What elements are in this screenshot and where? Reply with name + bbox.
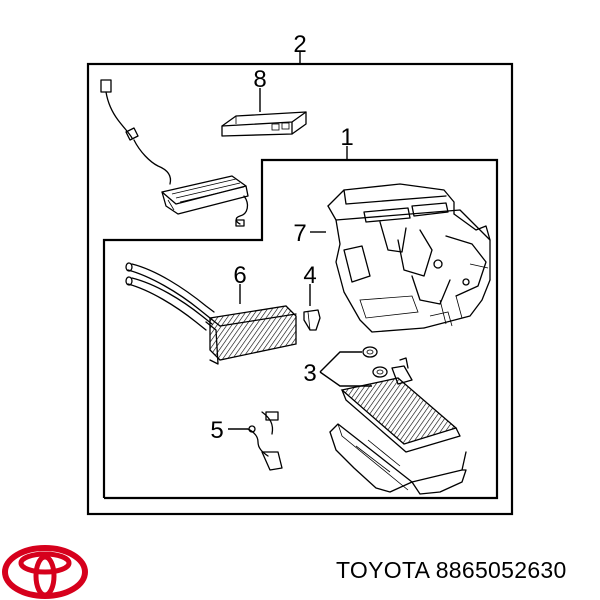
brand-name: TOYOTA [336,557,429,583]
part-6-heater-core [125,262,297,365]
toyota-logo-icon [2,545,88,599]
inner-assembly-frame [102,158,499,500]
part-number: 8865052630 [435,557,567,583]
leader-3 [319,351,372,387]
part-5-sensor-harness [247,411,283,471]
part-8-module [221,111,307,137]
callout-1: 1 [340,124,353,151]
callout-6: 6 [233,262,246,289]
part-7-hvac-housing [327,183,491,333]
footer-part-label: TOYOTA 8865052630 [336,557,567,584]
evaporator-core [340,357,461,453]
outer-assembly-frame [86,62,514,516]
callout-7: 7 [293,220,306,247]
upper-harness-with-element [100,79,249,227]
part-3-gaskets [362,346,388,378]
callout-4: 4 [303,262,316,289]
callout-2: 2 [293,31,306,58]
callout-5: 5 [210,417,223,444]
lower-case [329,423,467,495]
callout-3: 3 [303,360,316,387]
callout-8: 8 [253,66,266,93]
part-4-clip [303,309,321,331]
